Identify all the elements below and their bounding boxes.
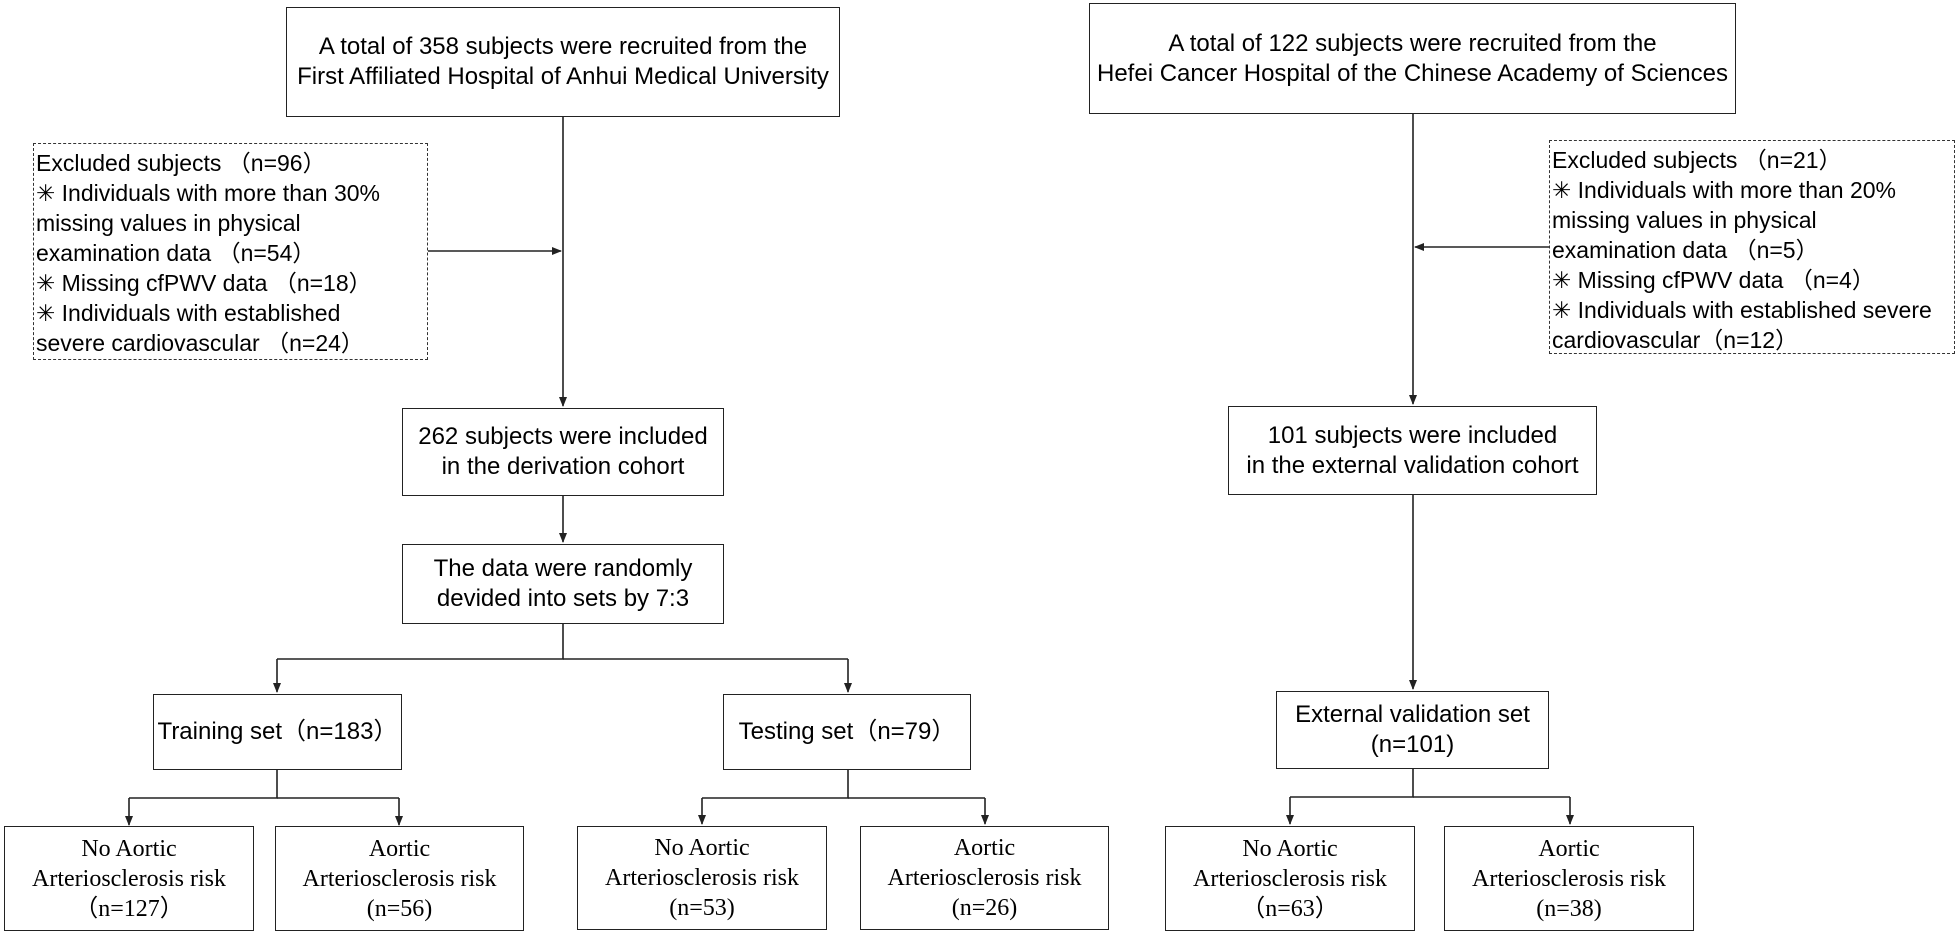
outcome-line: Arteriosclerosis risk (605, 865, 799, 891)
training-branch-line (129, 770, 278, 799)
left-source-box: A total of 358 subjects were recruited f… (286, 7, 840, 117)
left-excluded-item: ✳ Individuals with established (36, 300, 341, 326)
split-line-1: The data were randomly (433, 555, 693, 582)
outcome-line: Aortic (368, 835, 431, 862)
testing-risk-box: Aortic Arteriosclerosis risk (n=26) (860, 826, 1109, 930)
outcome-count: (n=53) (669, 895, 735, 921)
outcome-count: （n=127） (74, 895, 184, 922)
outcome-count: （n=63） (1241, 895, 1339, 922)
right-excluded-item: cardiovascular（n=12） (1552, 327, 1799, 353)
validation-set-line-2: (n=101) (1370, 731, 1455, 758)
testing-no-risk-box: No Aortic Arteriosclerosis risk (n=53) (577, 826, 827, 930)
external-validation-set-box: External validation set (n=101) (1276, 691, 1549, 769)
derivation-line-2: in the derivation cohort (441, 453, 685, 480)
outcome-count: (n=56) (366, 895, 433, 922)
right-excluded-title: Excluded subjects （n=21） (1552, 147, 1842, 173)
outcome-line: Arteriosclerosis risk (302, 865, 497, 892)
outcome-line: Arteriosclerosis risk (1472, 865, 1666, 892)
training-no-risk-box: No Aortic Arteriosclerosis risk （n=127） (4, 826, 254, 931)
outcome-line: Aortic (953, 835, 1016, 861)
external-cohort-line-2: in the external validation cohort (1246, 451, 1579, 479)
right-excluded-item: ✳ Missing cfPWV data （n=4） (1552, 267, 1875, 293)
right-exclusion-box: Excluded subjects （n=21） ✳ Individuals w… (1549, 140, 1955, 354)
outcome-line: Arteriosclerosis risk (887, 865, 1082, 891)
right-source-line-1: A total of 122 subjects were recruited f… (1168, 29, 1657, 57)
left-excluded-item: severe cardiovascular （n=24） (36, 330, 364, 356)
random-split-box: The data were randomly devided into sets… (402, 544, 724, 624)
left-excluded-item: ✳ Missing cfPWV data （n=18） (36, 270, 372, 296)
left-exclusion-box: Excluded subjects （n=96） ✳ Individuals w… (33, 143, 428, 360)
right-excluded-item: examination data （n=5） (1552, 237, 1819, 263)
outcome-line: Aortic (1538, 835, 1600, 862)
derivation-line-1: 262 subjects were included (418, 423, 708, 450)
validation-no-risk-box: No Aortic Arteriosclerosis risk （n=63） (1165, 826, 1415, 931)
external-cohort-box: 101 subjects were included in the extern… (1228, 406, 1597, 495)
split-branch-line (277, 624, 564, 660)
training-set-label: Training set（n=183） (157, 718, 398, 745)
left-source-line-1: A total of 358 subjects were recruited f… (318, 33, 808, 60)
training-risk-box: Aortic Arteriosclerosis risk (n=56) (275, 826, 524, 931)
right-source-box: A total of 122 subjects were recruited f… (1089, 3, 1736, 114)
left-excluded-title: Excluded subjects （n=96） (36, 150, 326, 176)
outcome-line: Arteriosclerosis risk (32, 865, 226, 892)
right-excluded-item: missing values in physical (1552, 207, 1817, 233)
right-excluded-item: ✳ Individuals with more than 20% (1552, 177, 1897, 203)
split-line-2: devided into sets by 7:3 (436, 585, 690, 612)
validation-branch-line (1290, 769, 1414, 798)
training-set-box: Training set（n=183） (153, 694, 402, 770)
testing-branch-line (702, 770, 849, 799)
right-source-line-2: Hefei Cancer Hospital of the Chinese Aca… (1097, 59, 1728, 87)
derivation-cohort-box: 262 subjects were included in the deriva… (402, 408, 724, 496)
external-cohort-line-1: 101 subjects were included (1267, 421, 1558, 449)
outcome-line: No Aortic (81, 835, 177, 862)
left-excluded-item: examination data （n=54） (36, 240, 316, 266)
left-source-line-2: First Affiliated Hospital of Anhui Medic… (297, 63, 829, 90)
left-excluded-item: ✳ Individuals with more than 30% (36, 180, 381, 206)
testing-set-label: Testing set（n=79） (738, 718, 956, 745)
outcome-line: Arteriosclerosis risk (1193, 865, 1387, 892)
testing-set-box: Testing set（n=79） (723, 694, 971, 770)
left-excluded-item: missing values in physical (36, 210, 301, 236)
right-excluded-item: ✳ Individuals with established severe (1552, 297, 1932, 323)
validation-risk-box: Aortic Arteriosclerosis risk (n=38) (1444, 826, 1694, 931)
outcome-line: No Aortic (1242, 835, 1338, 862)
outcome-count: (n=38) (1536, 895, 1602, 922)
outcome-line: No Aortic (654, 835, 750, 861)
outcome-count: (n=26) (951, 895, 1018, 921)
validation-set-line-1: External validation set (1295, 701, 1530, 728)
